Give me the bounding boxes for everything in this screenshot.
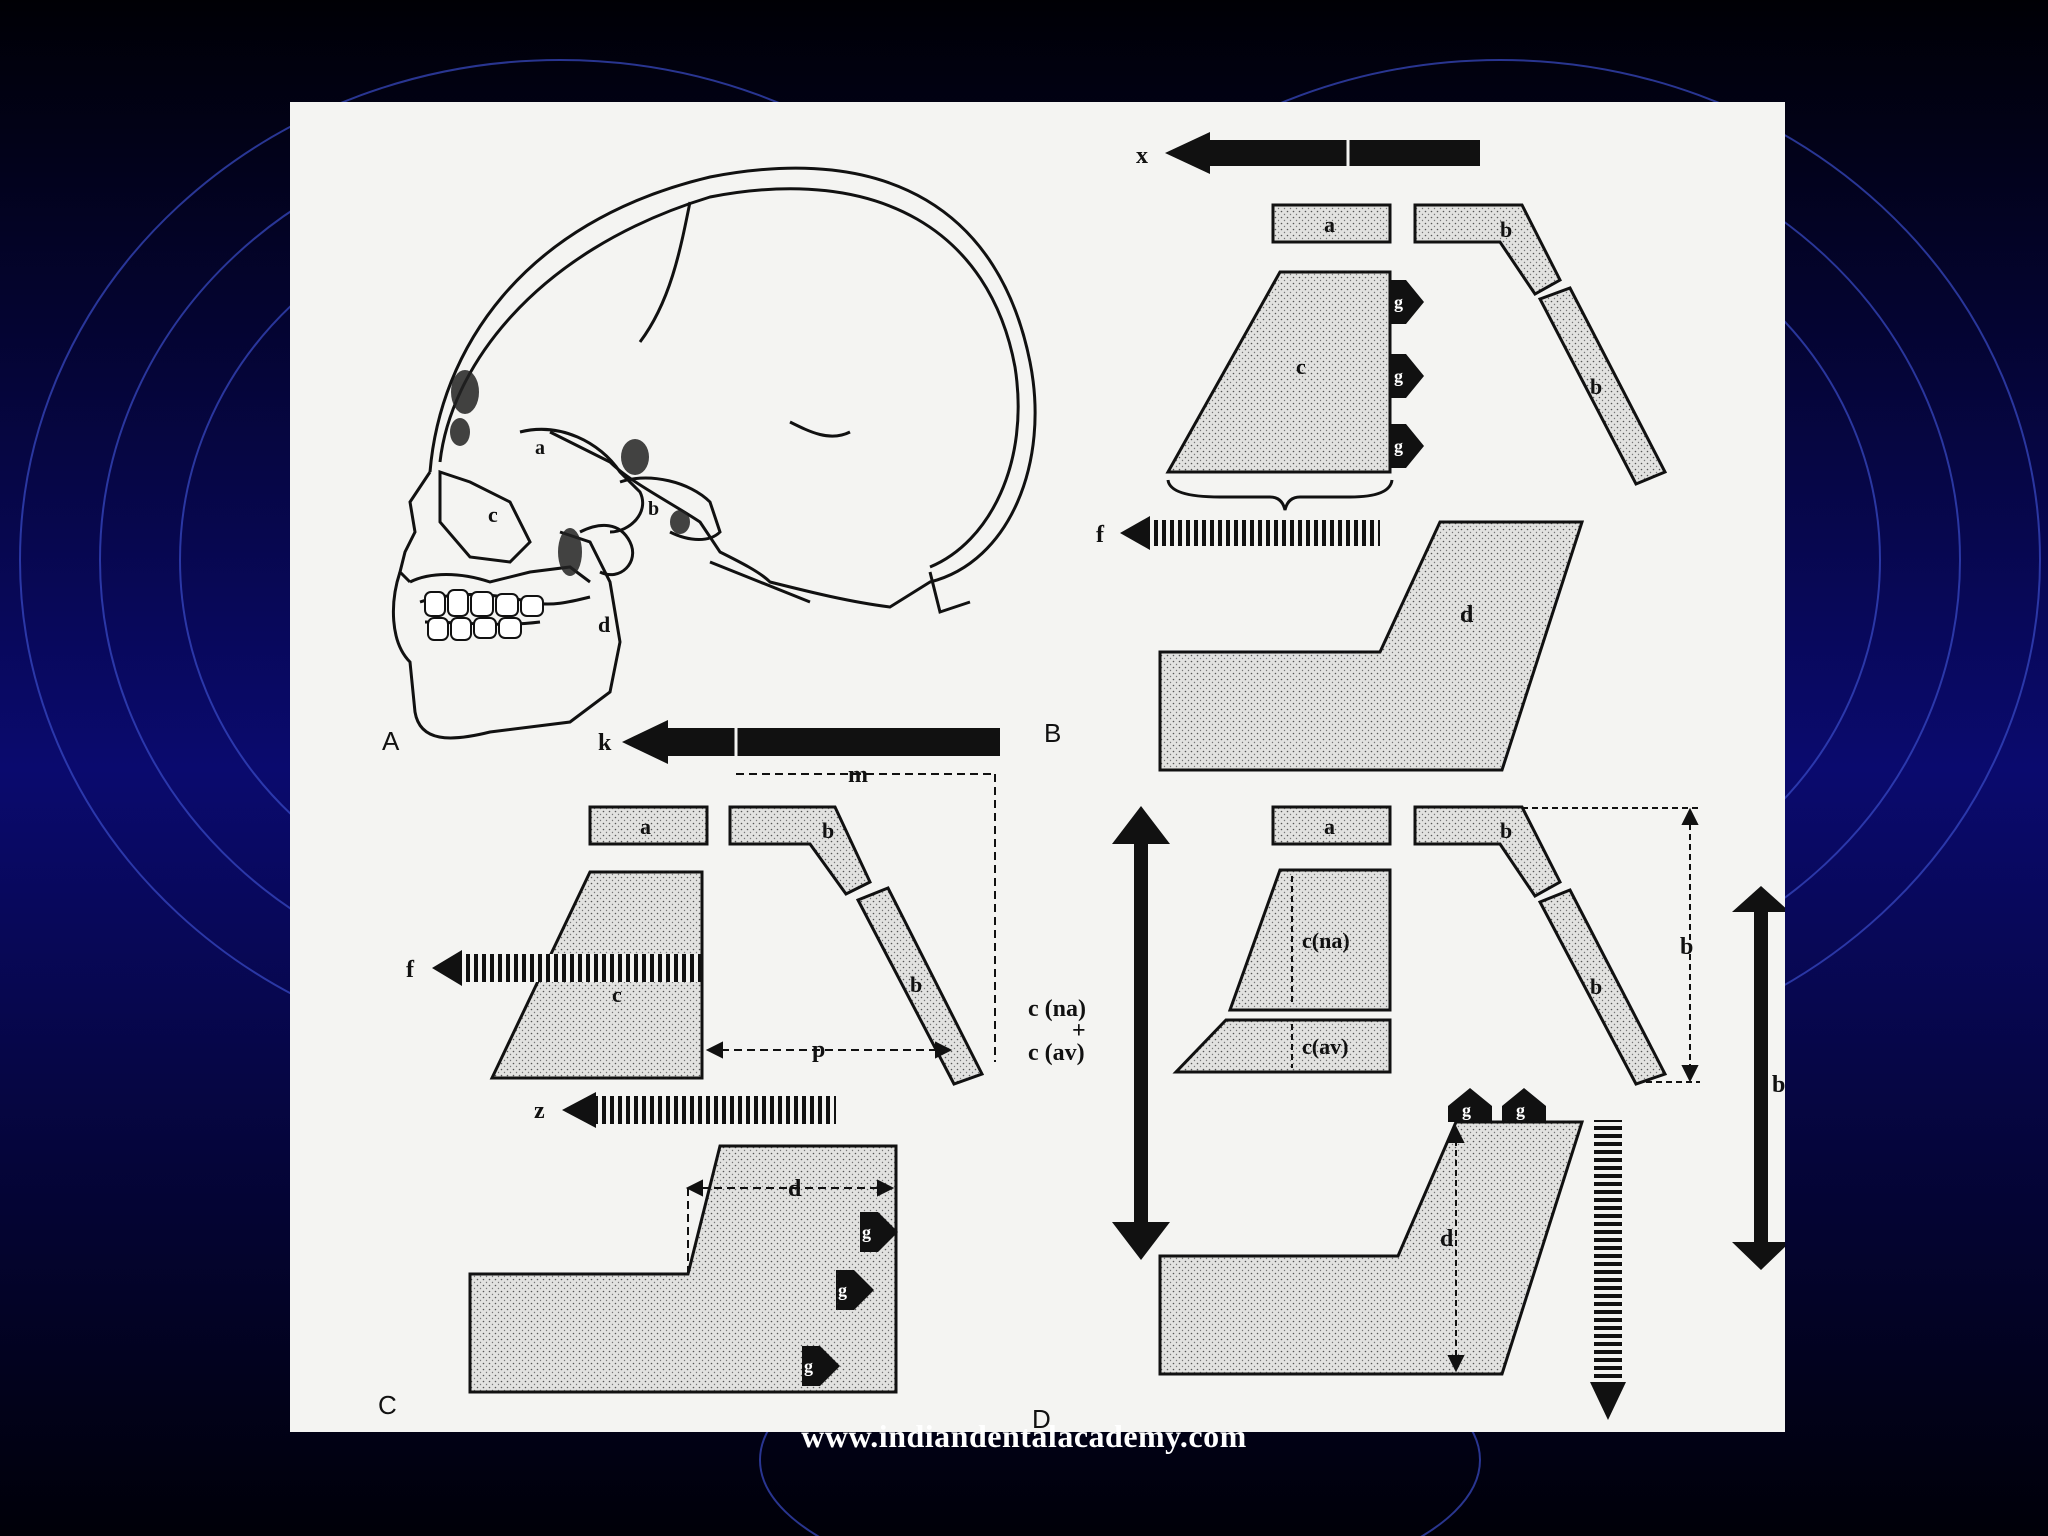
panel-c-dim-p [705,1041,953,1059]
skull-label-d: d [598,612,610,637]
skull-illustration [391,166,1037,740]
panel-d-block-c-av [1172,1018,1392,1074]
panel-b-brace [1166,479,1394,511]
panel-label-c: C [378,1390,397,1420]
panel-c-dim-d [685,1179,895,1274]
panel-d-label-b-dim: b [1680,934,1693,960]
skull-label-a: a [535,437,545,459]
panel-b-block-b-lower [1537,286,1668,486]
panel-c-label-m: m [848,762,868,788]
figure-panel: a b c d A x a b b c g g g f d B k m [290,102,1785,1432]
panel-b-block-b-upper [1413,203,1562,296]
panel-b-label-c: c [1296,354,1306,379]
panel-c-label-k: k [598,730,612,756]
panel-d-dim-d [1447,1125,1465,1373]
panel-d-left-double-arrow [1112,806,1170,1260]
panel-d-arrow-down [1590,1120,1626,1420]
panel-d-label-c-na: c(na) [1302,928,1350,953]
panel-c-growth-arrows [802,1212,898,1386]
panel-b-label-b1: b [1500,217,1512,242]
teeth [424,589,544,641]
panel-d-label-g1: g [1462,1100,1471,1120]
panel-c-label-b1: b [822,818,834,843]
panel-d-block-c-na [1227,868,1392,1012]
panel-b-label-a: a [1324,212,1335,237]
panel-b-label-b2: b [1590,374,1602,399]
panel-c-label-d: d [788,1176,802,1202]
panel-c-label-a: a [640,814,651,839]
panel-b-label-d: d [1460,602,1474,628]
panel-b-block-c [1165,270,1392,474]
panel-b-label-g2: g [1394,366,1403,386]
panel-d-block-b-upper [1413,805,1562,898]
panel-label-b: B [1044,718,1061,748]
panel-c-dim-m [736,773,996,1062]
panel-label-a: A [382,726,400,756]
panel-d-right-double-arrow [1732,886,1785,1270]
panel-d-label-a: a [1324,814,1335,839]
panel-d-label-b2: b [1590,974,1602,999]
panel-b-arrow-x [1165,132,1480,174]
panel-b-label-f: f [1096,522,1105,548]
panel-c-label-b2: b [910,972,922,997]
panel-b-label-g3: g [1394,436,1403,456]
panel-b-label-g1: g [1394,292,1403,312]
growth-diagram: a b c d A x a b b c g g g f d B k m [378,132,1785,1432]
panel-b-block-a [1271,203,1392,244]
panel-d-label-b-right: b [1772,1072,1785,1098]
panel-c-label-p: p [812,1037,825,1063]
skull-shading [450,370,690,576]
panel-d-block-a [1271,805,1392,846]
panel-b-arrow-f [1120,516,1380,550]
panel-c-block-a [588,805,709,846]
panel-label-d: D [1032,1404,1051,1432]
panel-d-dim-b [1522,807,1700,1083]
panel-b-label-x: x [1136,143,1148,169]
panel-d-label-cna: c (na) [1028,996,1086,1022]
panel-c-label-c: c [612,982,622,1007]
panel-c-block-b-lower [855,886,985,1086]
panel-c-arrow-f [432,950,702,986]
skull-label-c: c [488,502,498,527]
panel-d-label-cav: c (av) [1028,1040,1085,1066]
footer-url: www.indiandentalacademy.com [801,1418,1247,1454]
panel-d-label-b1: b [1500,818,1512,843]
panel-d-block-d [1158,1120,1585,1376]
panel-b-block-d [1158,520,1585,772]
panel-c-label-z: z [534,1098,545,1124]
panel-c-arrow-k [622,720,1000,764]
panel-d-label-d: d [1440,1226,1454,1252]
panel-d-label-g2: g [1516,1100,1525,1120]
panel-d-label-c-av: c(av) [1302,1034,1348,1059]
panel-c-block-b-upper [728,805,872,896]
panel-c-arrow-z [562,1092,836,1128]
panel-c-label-f: f [406,957,415,983]
panel-d-growth-arrows [1448,1088,1546,1122]
skull-label-b: b [648,498,659,520]
panel-c-block-d [468,1144,898,1394]
panel-c-label-g3: g [804,1356,813,1376]
panel-b-growth-arrows [1390,280,1424,468]
panel-d-block-b-lower [1537,888,1668,1086]
panel-c-label-g2: g [838,1280,847,1300]
panel-d-label-plus: + [1072,1018,1086,1044]
panel-c-label-g1: g [862,1222,871,1242]
